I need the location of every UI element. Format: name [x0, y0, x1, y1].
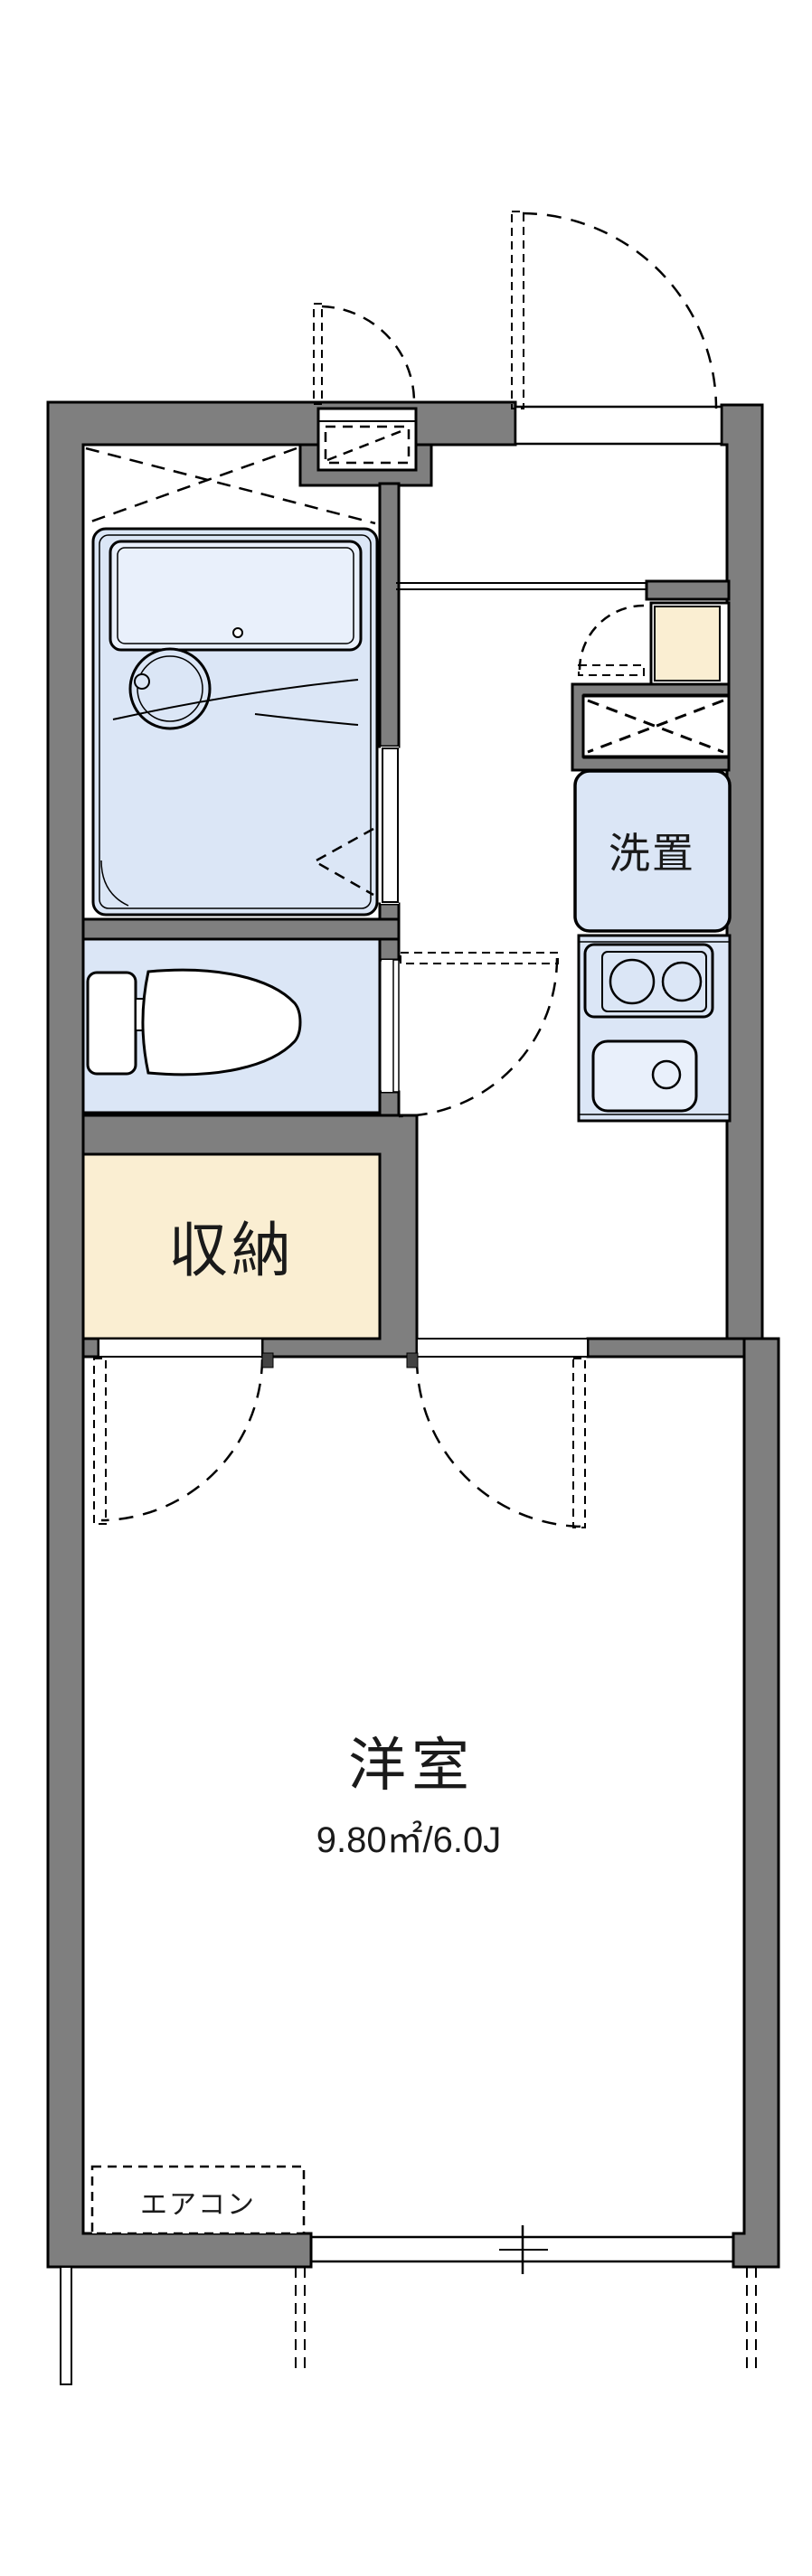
bath-floor-lines [100, 679, 359, 907]
bathtub [109, 540, 363, 652]
bath-door [312, 747, 399, 904]
bathroom-ceiling-x [85, 447, 376, 525]
room-door-opening-left [98, 1338, 263, 1358]
toilet [86, 968, 302, 1076]
aircon-box [90, 2165, 306, 2235]
room-door-opening-right [416, 1338, 589, 1358]
storage-label: 収納 [168, 1217, 295, 1283]
aircon-label: エアコン [140, 2190, 256, 2220]
entrance-threshold [514, 405, 723, 446]
shoe-cabinet-door-swing [578, 604, 645, 676]
refrigerator-space [581, 694, 731, 758]
western-room-area: 9.80㎡/6.0J [316, 1820, 502, 1860]
western-room-label: 洋室 [348, 1733, 475, 1798]
meter-box [316, 407, 418, 472]
sliding-window [311, 2225, 733, 2274]
storage-room [81, 1152, 382, 1340]
wash-basin [128, 647, 212, 730]
shoe-cabinet [649, 601, 731, 686]
entrance-door-swing [511, 211, 718, 409]
sink [591, 1039, 698, 1113]
storage-door-swing [93, 1352, 274, 1525]
laundry-space [573, 769, 732, 933]
exterior-boundary-marks [60, 2266, 757, 2385]
meterbox-door-swing [313, 303, 416, 405]
room-door-swing [406, 1352, 586, 1528]
laundry-label: 洗置 [609, 830, 695, 877]
toilet-door [382, 952, 559, 1118]
stove [583, 943, 714, 1019]
entrance-step-line [396, 582, 647, 590]
